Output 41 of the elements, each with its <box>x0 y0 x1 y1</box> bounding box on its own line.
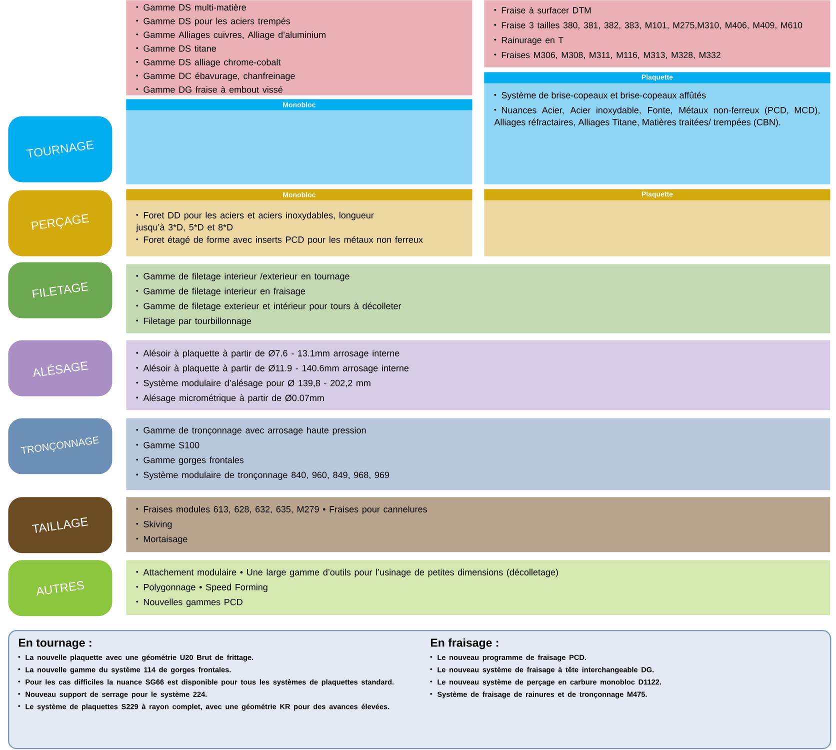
list-item: Gamme gorges frontales <box>136 456 244 465</box>
list-item: Attachement modulaire • Une large gamme d’outils pour l’usinage de petites dimensions (décolletage) <box>136 568 558 578</box>
list-item: Skiving <box>136 520 172 530</box>
list-item: Gamme DS multi-matière <box>136 4 246 11</box>
section-heading: En tournage : <box>18 638 92 650</box>
section-heading: En fraisage : <box>430 638 498 650</box>
list-item: Gamme Alliages cuivres, Alliage d’aluminium <box>136 31 326 40</box>
category-tab: FILETAGE <box>8 262 112 318</box>
list-item: Foret étagé de forme avec inserts PCD pour les métaux non ferreux <box>136 236 423 245</box>
list-item: Gamme de filetage exterieur et intérieur pour tours à décolleter <box>136 302 402 311</box>
list-item: Gamme S100 <box>136 442 200 448</box>
list-item: Rainurage en T <box>494 36 564 45</box>
list-item: Gamme DG fraise à embout vissé <box>136 86 282 93</box>
list-item: Système modulaire de tronçonnage 840, 960, 849, 968, 969 <box>136 471 390 480</box>
list-item: Nuances Acier, Acier inoxydable, Fonte, Métaux non-ferreux (PCD, MCD), Alliages réfractaires, Alliages Titane, Matières traitées/ trempées (CBN). <box>494 106 820 128</box>
list-item: Gamme de filetage interieur /exterieur en tournage <box>136 272 350 282</box>
list-item: Nouvelles gammes PCD <box>136 598 242 607</box>
list-item: Gamme DC ébavurage, chanfreinage <box>136 72 295 81</box>
list-item: Gamme de tronçonnage avec arrosage haute pression <box>136 426 366 436</box>
list-item: Fraises M306, M308, M311, M116, M313, M328, M332 <box>494 52 720 60</box>
list-item: Alésoir à plaquette à partir de Ø7.6 - 13.1mm arrosage interne <box>136 350 400 358</box>
list-item: Fraises modules 613, 628, 632, 635, M279 • Fraises pour cannelures <box>136 506 427 514</box>
list-item: Système de brise-copeaux et brise-copeaux affûtés <box>494 92 706 100</box>
category-tab: AUTRES <box>8 560 112 616</box>
category-tab: ALÉSAGE <box>8 340 112 396</box>
list-item: Filetage par tourbillonnage <box>136 318 252 326</box>
list-item: Fraise à surfacer DTM <box>494 6 591 14</box>
list-item: Mortaisage <box>136 536 188 544</box>
list-item: Polygonnage • Speed Forming <box>136 584 268 592</box>
list-item: Foret DD pour les aciers et aciers inoxydables, longueur jusqu’à 3*D, 5*D et 8*D <box>136 212 374 232</box>
category-tab: PERÇAGE <box>8 190 112 256</box>
list-item: Gamme DS titane <box>136 45 216 52</box>
list-item: Gamme DS pour les aciers trempés <box>136 18 290 26</box>
list-item: Fraise 3 tailles 380, 381, 382, 383, M101, M275,M310, M406, M409, M610 <box>494 22 802 30</box>
category-tab: TOURNAGE <box>8 116 112 182</box>
list-item: Gamme DS alliage chrome-cobalt <box>136 58 281 68</box>
category-tab: TAILLAGE <box>8 497 112 554</box>
list-item: Alésoir à plaquette à partir de Ø11.9 - 140.6mm arrosage interne <box>136 364 409 374</box>
list-item: Gamme de filetage interieur en fraisage <box>136 288 306 296</box>
list-item: Système modulaire d’alésage pour Ø 139,8 - 202,2 mm <box>136 380 370 388</box>
list-item: Alésage micrométrique à partir de Ø0.07mm <box>136 394 324 403</box>
